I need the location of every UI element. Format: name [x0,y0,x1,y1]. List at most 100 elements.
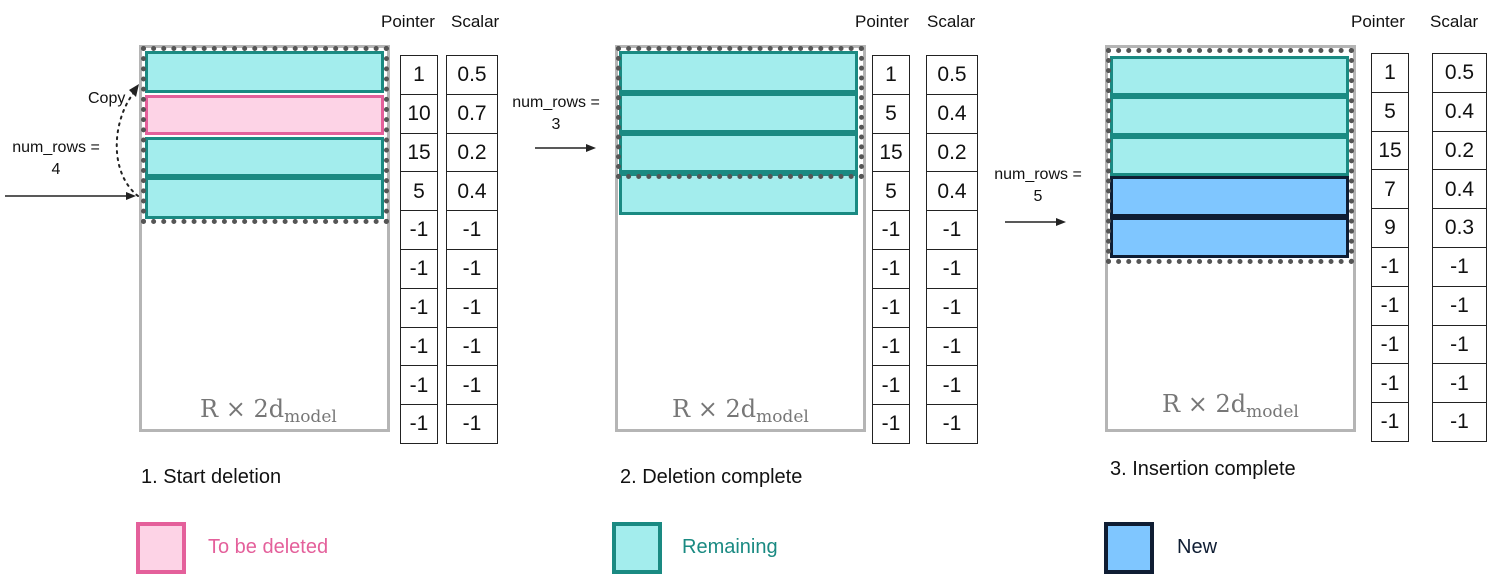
row-remaining [145,51,384,93]
row-remaining [1110,56,1349,96]
pointer-header: Pointer [381,12,435,31]
num-rows-label: num_rows = 4 [12,139,100,178]
row-remaining [1110,96,1349,136]
num-rows-label: num_rows = 5 [994,166,1082,205]
scalar-cell: -1 [446,365,498,406]
num-rows-arrow [535,144,596,152]
scalar-header: Scalar [1430,12,1479,31]
panel-3-title: 3. Insertion complete [1110,458,1296,480]
row-remaining [1110,136,1349,176]
scalar-cell: 0.5 [1432,53,1487,94]
scalar-cell: 0.2 [926,132,978,173]
scalar-cell: 0.4 [446,171,498,212]
active-region-outline [1106,48,1354,264]
scalar-cell: -1 [446,326,498,367]
pointer-cell: -1 [872,365,910,406]
scalar-cell: 0.7 [446,93,498,135]
scalar-cell: -1 [1432,247,1487,288]
legend-swatch-remaining [612,522,662,574]
scalar-cell: 0.5 [926,55,978,96]
legend-label-new: New [1177,536,1218,558]
scalar-cell: 0.2 [446,132,498,173]
scalar-cell: -1 [926,404,978,445]
row-remaining [145,177,384,219]
pointer-cell: -1 [400,249,438,290]
scalar-cell: -1 [1432,324,1487,365]
scalar-cell: -1 [926,365,978,406]
pointer-cell: 5 [872,93,910,135]
pointer-cell: 1 [1371,53,1409,94]
pointer-cell: 7 [1371,169,1409,210]
pointer-cell: 1 [400,55,438,96]
matrix-dimension-label: R × 2dmodel [200,395,337,427]
scalar-cell: -1 [446,210,498,251]
scalar-cell: 0.4 [1432,91,1487,133]
pointer-cell: -1 [400,210,438,251]
pointer-cell: -1 [1371,285,1409,327]
scalar-cell: -1 [926,326,978,367]
pointer-header: Pointer [1351,12,1405,31]
num-rows-label: num_rows = 3 [512,94,600,133]
matrix-dimension-label: R × 2dmodel [672,395,809,427]
pointer-cell: -1 [872,326,910,367]
active-region-outline [616,46,864,179]
scalar-cell: -1 [926,287,978,329]
row-to-be-deleted [145,95,384,135]
matrix-dimension-label: R × 2dmodel [1162,390,1299,422]
active-region-outline [141,46,389,224]
pointer-cell: -1 [1371,324,1409,365]
pointer-cell: -1 [400,404,438,445]
scalar-cell: 0.4 [926,93,978,135]
pointer-cell: 15 [400,132,438,173]
pointer-cell: -1 [872,210,910,251]
pointer-cell: 15 [872,132,910,173]
num-rows-arrow [1005,218,1066,226]
pointer-cell: 15 [1371,130,1409,171]
row-remaining [619,51,858,93]
scalar-cell: -1 [1432,285,1487,327]
pointer-cell: 5 [872,171,910,212]
pointer-cell: -1 [400,287,438,329]
scalar-cell: 0.3 [1432,208,1487,249]
legend-swatch-to-be-deleted [136,522,186,574]
num-rows-arrow [5,192,136,200]
pointer-cell: -1 [1371,402,1409,443]
scalar-cell: -1 [446,287,498,329]
pointer-cell: 5 [1371,91,1409,133]
pointer-header: Pointer [855,12,909,31]
pointer-cell: 10 [400,93,438,135]
pointer-cell: -1 [1371,363,1409,404]
legend-swatch-new [1104,522,1154,574]
scalar-cell: -1 [1432,363,1487,404]
pointer-cell: -1 [400,326,438,367]
pointer-cell: 5 [400,171,438,212]
panel-1-title: 1. Start deletion [141,466,282,488]
copy-arrow [115,84,139,197]
scalar-cell: -1 [446,404,498,445]
copy-label: Copy [88,90,126,107]
panel-2-title: 2. Deletion complete [620,466,803,488]
pointer-cell: 1 [872,55,910,96]
scalar-cell: -1 [446,249,498,290]
scalar-cell: 0.5 [446,55,498,96]
row-remaining [619,173,858,215]
legend-label-to-be-deleted: To be deleted [208,536,329,558]
scalar-cell: -1 [926,249,978,290]
scalar-cell: -1 [926,210,978,251]
pointer-cell: -1 [872,249,910,290]
row-remaining [145,137,384,177]
scalar-cell: 0.2 [1432,130,1487,171]
scalar-header: Scalar [451,12,500,31]
scalar-cell: 0.4 [926,171,978,212]
row-remaining [619,93,858,133]
pointer-cell: -1 [400,365,438,406]
pointer-cell: -1 [872,404,910,445]
legend-label-remaining: Remaining [682,536,778,558]
row-new [1110,176,1349,217]
pointer-cell: 9 [1371,208,1409,249]
scalar-cell: 0.4 [1432,169,1487,210]
scalar-cell: -1 [1432,402,1487,443]
row-new [1110,217,1349,258]
pointer-cell: -1 [872,287,910,329]
scalar-header: Scalar [927,12,976,31]
